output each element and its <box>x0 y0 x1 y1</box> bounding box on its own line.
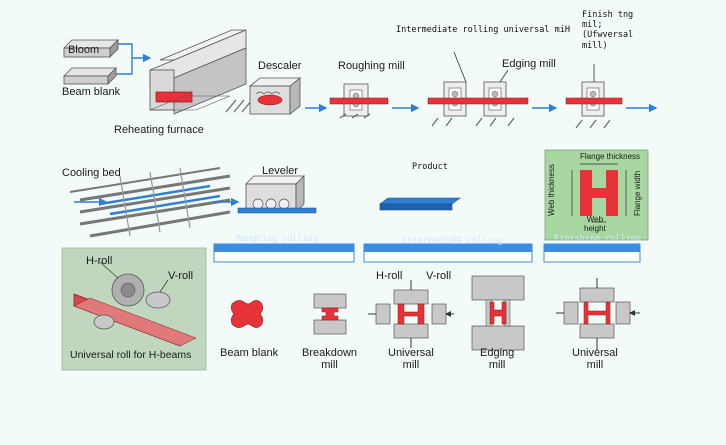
intermediate-workpiece <box>427 97 529 105</box>
edging-mill-shape <box>471 275 525 351</box>
intermediate-band-label: Intermedia牯 rolling <box>402 236 503 246</box>
v-roll-label: V-roll <box>168 270 194 282</box>
descaler-label: Descaler <box>258 60 302 72</box>
universal-mill-2-caption: Universal mill <box>572 347 618 372</box>
universal-roll-caption: Universal roll for H-beams <box>70 349 192 361</box>
bloom-slab <box>63 39 119 58</box>
cross-section-panel <box>544 149 649 241</box>
web-thickness-label: Web thickness <box>547 164 556 216</box>
h-roll-label-2: H-roll <box>376 270 403 282</box>
conveyor-rollers-top <box>225 99 253 113</box>
web-height-label: Web height <box>584 215 606 233</box>
product-label: Product <box>412 162 448 172</box>
reheating-furnace-label: Reheating furnace <box>114 124 204 136</box>
reheating-furnace <box>149 29 247 115</box>
beam-blank-caption: Beam blank <box>220 347 279 359</box>
intermediate-mill-label: Intermediate rolling universal miH <box>396 25 570 35</box>
bloom-label: Bloom <box>68 44 100 56</box>
leveler <box>237 175 317 214</box>
universal-roll-panel <box>61 247 207 371</box>
beam-blank-slab <box>63 67 117 85</box>
leveler-label: Leveler <box>262 165 299 177</box>
finishing-mill-label: Finish tng mil; (Ufwversal mill) <box>582 10 634 51</box>
h-roll-label: H-roll <box>86 255 113 267</box>
intermediate-rollers <box>431 117 515 127</box>
flange-thickness-label: Flange thickness <box>580 152 641 161</box>
roughing-band-label: Roughing rolling <box>236 234 318 244</box>
flange-width-label: Flange width <box>633 170 642 216</box>
edging-mill-caption: Edging mill <box>480 347 515 372</box>
cooling-bed-label: Cooling bed <box>62 167 121 179</box>
intermediate-pointer <box>453 51 467 83</box>
finishing-mill-stand <box>565 81 623 129</box>
beam-blank-label: Beam blank <box>62 86 121 98</box>
edging-mill-label: Edging mill <box>502 58 556 70</box>
product-beam <box>379 197 461 211</box>
stage-bands <box>213 243 641 263</box>
universal-mill-1-shape <box>368 280 454 348</box>
infeed-arrows <box>116 43 152 75</box>
roughing-mill-label: Roughing mill <box>338 60 405 72</box>
universal-mill-2-shape <box>556 278 640 350</box>
beam-blank-shape <box>231 300 263 328</box>
edging-pointer <box>499 69 509 83</box>
breakdown-mill-caption: Breakdown mill <box>302 347 358 372</box>
roughing-mill-stand <box>329 83 389 119</box>
universal-mill-1-caption: Universal mill <box>388 347 434 372</box>
cooling-bed <box>69 167 231 238</box>
descaler <box>248 77 302 115</box>
finishing-band-label: Finishing rolling <box>554 234 641 244</box>
breakdown-mill-shape <box>313 293 347 335</box>
v-roll-label-2: V-roll <box>426 270 452 282</box>
